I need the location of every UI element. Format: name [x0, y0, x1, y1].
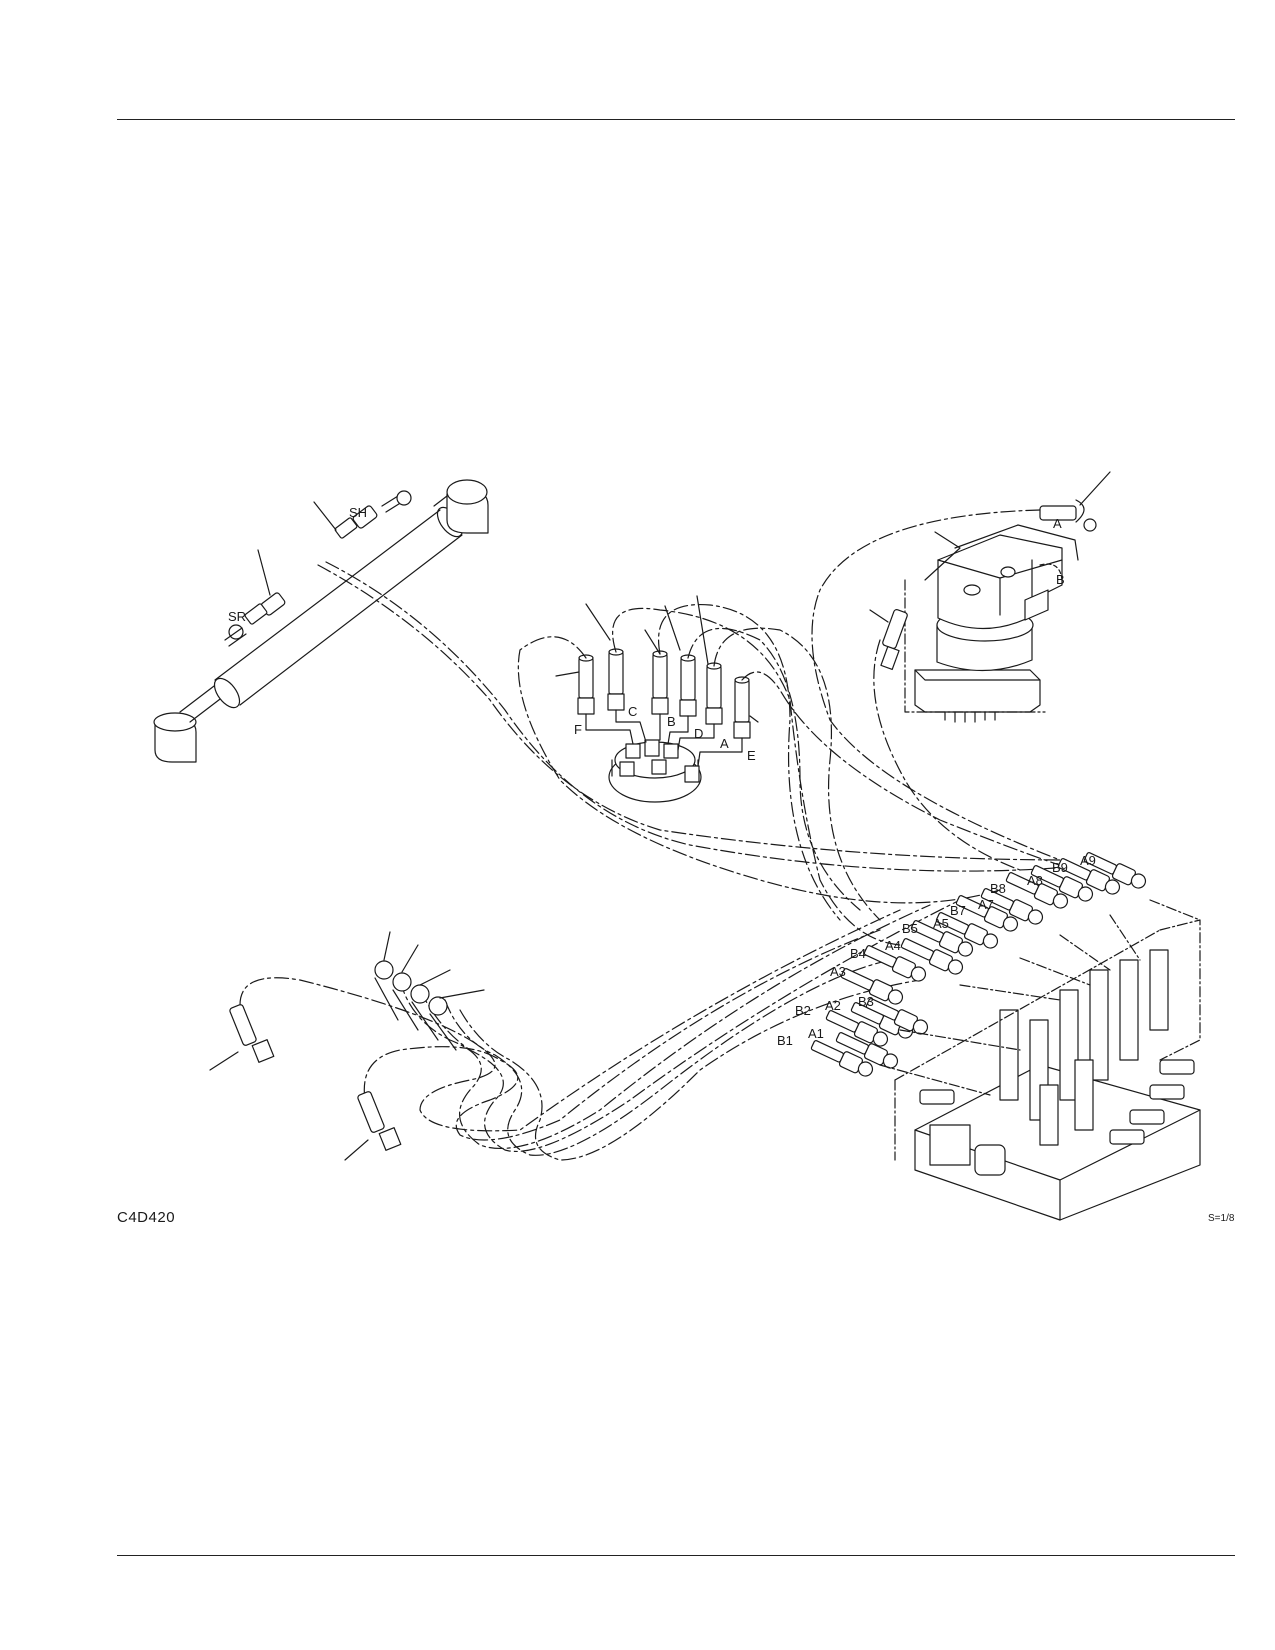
label-b8: B8 — [990, 881, 1006, 896]
swing-motor: A B — [869, 471, 1111, 723]
label-b9: B9 — [1052, 860, 1068, 875]
label-a8: A8 — [1027, 873, 1043, 888]
label-pilot-a: A — [720, 736, 729, 751]
label-b1: B1 — [777, 1033, 793, 1048]
label-b5: B5 — [902, 921, 918, 936]
header-rule — [117, 119, 1235, 120]
label-a2: A2 — [825, 998, 841, 1013]
label-pilot-b: B — [667, 714, 676, 729]
lower-left-fittings — [209, 931, 485, 1161]
label-pilot-f: F — [574, 722, 582, 737]
footer-rule — [117, 1555, 1235, 1556]
control-valve — [894, 919, 1201, 1221]
label-sr: SR — [228, 609, 246, 624]
label-a5: A5 — [933, 916, 949, 931]
label-motor-a: A — [1053, 516, 1062, 531]
figure-scale: S=1/8 — [1208, 1213, 1235, 1224]
label-motor-b: B — [1056, 572, 1065, 587]
label-b7: B7 — [950, 903, 966, 918]
label-a1: A1 — [808, 1026, 824, 1041]
label-a3: A3 — [830, 964, 846, 979]
label-a4: A4 — [885, 938, 901, 953]
label-b3: B3 — [858, 994, 874, 1009]
label-pilot-d: D — [694, 726, 703, 741]
port-labels: A9 B9 A8 B8 A7 B7 A5 B5 A4 B4 A3 B3 A2 B… — [777, 853, 1096, 1048]
label-b4: B4 — [850, 946, 866, 961]
hose-routes — [239, 509, 1091, 1161]
figure-code: C4D420 — [117, 1209, 176, 1226]
label-pilot-e: E — [747, 748, 756, 763]
port-fittings — [810, 852, 1201, 1096]
label-sh: SH — [349, 505, 367, 520]
label-pilot-c: C — [628, 704, 637, 719]
hydraulic-cylinder: SH SR — [153, 479, 489, 763]
label-b2: B2 — [795, 1003, 811, 1018]
label-a9: A9 — [1080, 853, 1096, 868]
label-a7: A7 — [978, 897, 994, 912]
pilot-valve: F C B D A E — [555, 595, 759, 803]
